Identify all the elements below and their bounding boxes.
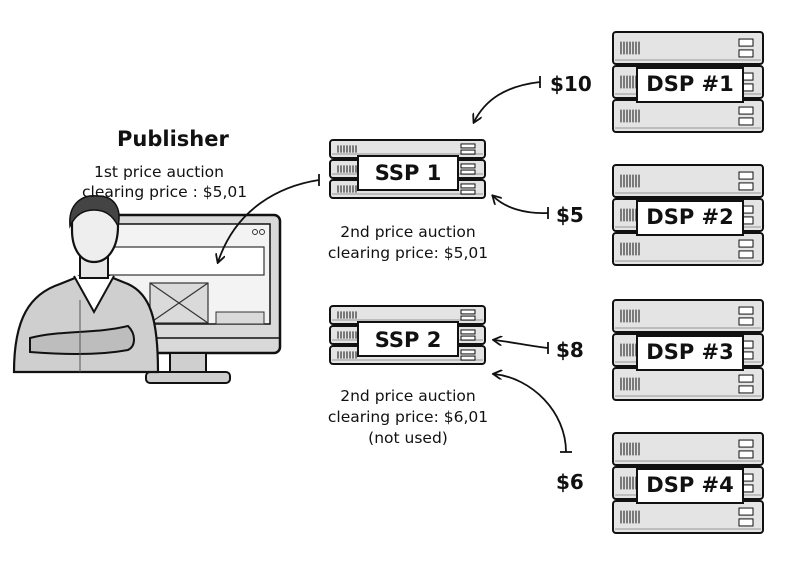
publisher-clearing-price: clearing price : $5,01	[82, 183, 248, 201]
publisher-person-icon	[12, 195, 160, 374]
ssp1-label: SSP 1	[374, 161, 442, 185]
dsp2-server	[612, 164, 764, 266]
ssp1-clearing-price: clearing price: $5,01	[327, 244, 489, 262]
ssp2-not-used-note: (not used)	[368, 429, 448, 447]
dsp1-bid: $10	[550, 72, 592, 96]
dsp3-server	[612, 299, 764, 401]
bid-arrows	[218, 76, 572, 453]
ssp2-clearing-price: clearing price: $6,01	[327, 408, 489, 426]
dsp2-label: DSP #2	[646, 205, 734, 229]
dsp4-label: DSP #4	[646, 473, 734, 497]
publisher-auction-type: 1st price auction	[94, 163, 224, 181]
dsp3-bid: $8	[556, 338, 584, 362]
arrow-dsp2-to-ssp1	[493, 196, 549, 214]
ssp2-server	[329, 305, 486, 365]
arrow-ssp1-to-publisher	[218, 179, 320, 262]
dsp4-bid: $6	[556, 470, 584, 494]
arrow-dsp1-to-ssp1	[474, 81, 541, 122]
dsp3-label: DSP #3	[646, 340, 734, 364]
ssp2-label: SSP 2	[374, 328, 442, 352]
ssp2-auction-type: 2nd price auction	[340, 387, 476, 405]
ssp1-server	[329, 139, 486, 199]
dsp1-label: DSP #1	[646, 72, 734, 96]
arrow-dsp3-to-ssp2	[494, 340, 549, 349]
dsp2-bid: $5	[556, 203, 584, 227]
publisher-title: Publisher	[117, 127, 229, 151]
arrow-dsp4-to-ssp2	[494, 374, 567, 453]
ssp1-auction-type: 2nd price auction	[340, 223, 476, 241]
dsp4-server	[612, 432, 764, 534]
dsp1-server	[612, 31, 764, 133]
